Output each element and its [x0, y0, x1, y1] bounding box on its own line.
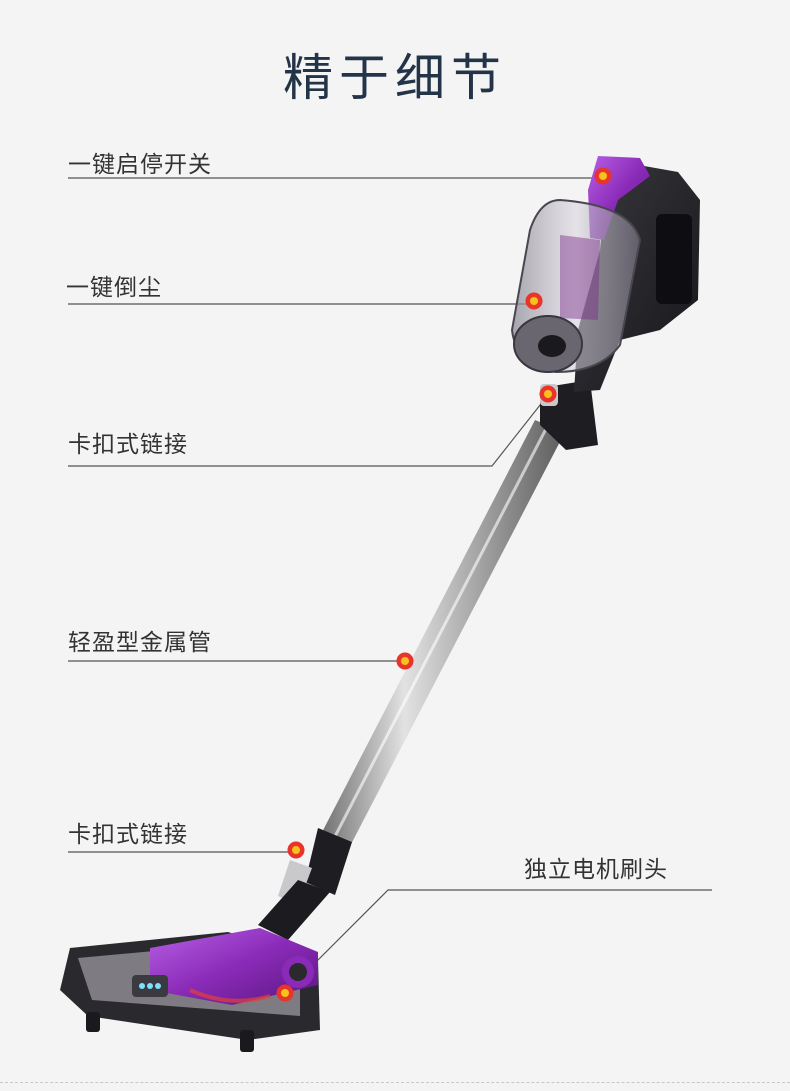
marker-brush-head [276, 984, 294, 1002]
marker-dust-release [525, 292, 543, 310]
label-dust-release: 一键倒尘 [66, 275, 162, 301]
marker-power-switch [594, 167, 612, 185]
marker-clip-lower [287, 841, 305, 859]
metal-tube [318, 420, 565, 852]
brush-head [60, 928, 320, 1052]
callout-markers [276, 167, 612, 1002]
label-clip-connector-upper: 卡扣式链接 [68, 432, 188, 458]
label-power-switch: 一键启停开关 [68, 152, 212, 178]
marker-metal-tube [396, 652, 414, 670]
label-metal-tube: 轻盈型金属管 [68, 630, 212, 656]
bottom-divider [0, 1082, 790, 1083]
leader-lines [68, 177, 712, 994]
label-clip-connector-lower: 卡扣式链接 [68, 822, 188, 848]
label-motor-brush-head: 独立电机刷头 [524, 857, 668, 883]
leader-line-brush-head [284, 889, 712, 994]
lower-connector [258, 828, 352, 940]
marker-clip-upper [539, 385, 557, 403]
vacuum-main-body [510, 156, 700, 392]
leader-line-clip-upper [68, 394, 549, 467]
page-title: 精于细节 [283, 49, 507, 107]
